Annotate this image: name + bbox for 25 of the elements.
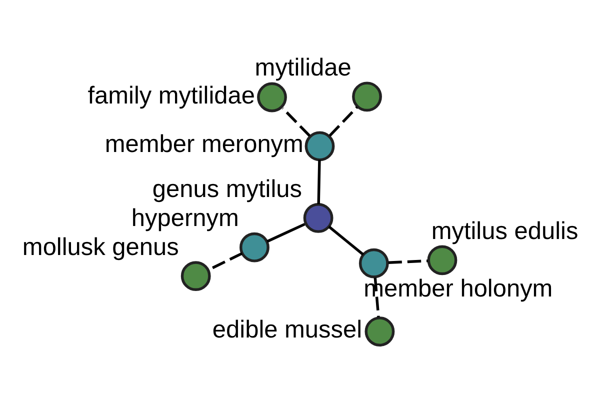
- node-label: family mytilidae: [88, 82, 255, 109]
- node-circle: [358, 248, 389, 278]
- node-label: mytilidae: [254, 54, 352, 81]
- node-circle: [257, 82, 287, 112]
- node-label: genus mytilus: [152, 175, 302, 202]
- node-label: mytilus edulis: [431, 217, 578, 244]
- connector: [282, 106, 311, 136]
- connector: [317, 159, 321, 204]
- connector: [328, 225, 364, 256]
- connector: [328, 106, 358, 136]
- connector: [374, 277, 380, 317]
- node-circle: [180, 260, 211, 291]
- node-label: hypernym: [131, 204, 239, 232]
- node-circle: [304, 130, 335, 161]
- connector: [266, 222, 306, 242]
- node-circle: [364, 316, 395, 346]
- node-circle: [240, 232, 270, 262]
- node-circle: [352, 81, 382, 112]
- node-label: mollusk genus: [22, 233, 179, 260]
- node-circle: [427, 244, 458, 275]
- node-label: edible mussel: [212, 316, 362, 344]
- node-circle: [303, 202, 334, 232]
- node-label: member meronym: [104, 130, 304, 158]
- node-label: member holonym: [364, 275, 553, 302]
- connector: [388, 259, 428, 264]
